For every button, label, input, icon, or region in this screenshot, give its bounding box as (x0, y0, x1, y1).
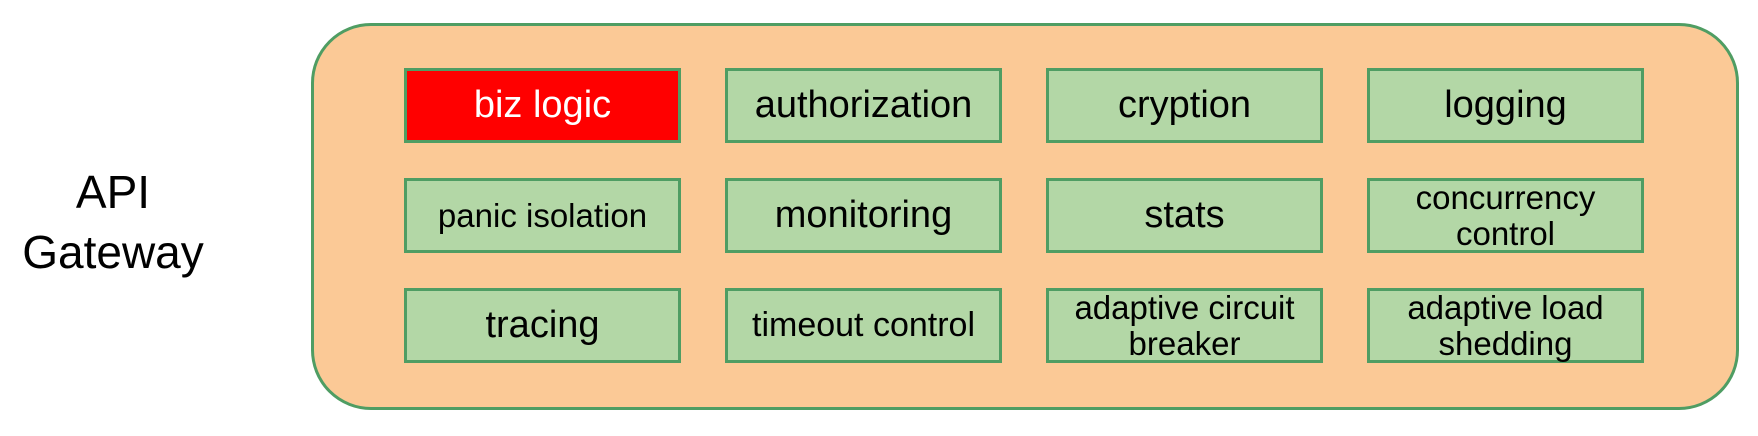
component-box-tracing: tracing (404, 288, 681, 363)
api-gateway-label-line1: API (75, 166, 151, 218)
component-box-logging: logging (1367, 68, 1644, 143)
component-box-stats: stats (1046, 178, 1323, 253)
component-grid: biz logic authorization cryption logging pan… (314, 26, 1736, 363)
component-box-panic-isolation: panic isolation (404, 178, 681, 253)
api-gateway-label: API Gateway (0, 162, 226, 282)
component-box-adaptive-load-shedding: adaptive load shedding (1367, 288, 1644, 363)
component-box-concurrency-control: concurrency control (1367, 178, 1644, 253)
component-box-biz-logic: biz logic (404, 68, 681, 143)
component-box-authorization: authorization (725, 68, 1002, 143)
component-box-adaptive-circuit-breaker: adaptive circuit breaker (1046, 288, 1323, 363)
component-box-timeout-control: timeout control (725, 288, 1002, 363)
component-box-monitoring: monitoring (725, 178, 1002, 253)
component-box-cryption: cryption (1046, 68, 1323, 143)
api-gateway-label-line2: Gateway (22, 226, 204, 278)
api-gateway-container: biz logic authorization cryption logging pan… (311, 23, 1739, 410)
